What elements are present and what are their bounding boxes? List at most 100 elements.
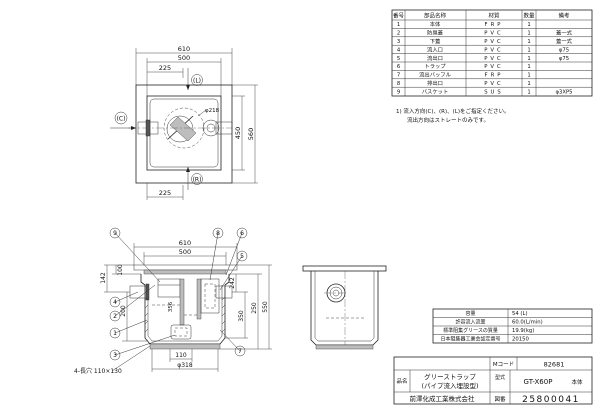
parts-row-1-material: FRP — [485, 22, 504, 28]
parts-row-6-name: トラップ — [424, 63, 446, 70]
plan-dim-560: 560 — [247, 128, 255, 140]
parts-row-9-name: バスケット — [422, 88, 449, 95]
section-dim-500: 500 — [179, 248, 191, 256]
plan-label-L: (L) — [193, 78, 201, 85]
parts-row-5-material: PVC — [484, 56, 504, 62]
parts-row-9-qty: 1 — [527, 89, 530, 95]
section-dim-318: φ318 — [177, 362, 193, 369]
parts-row-5-note: φ75 — [559, 56, 569, 62]
parts-header-qty: 数量 — [523, 12, 535, 20]
parts-row-7-material: FRP — [485, 73, 504, 79]
section-dim-356: 356 — [168, 301, 174, 312]
company-name: 前澤化成工業株式会社 — [410, 394, 476, 403]
section-dim-200: 200 — [120, 305, 127, 317]
section-bolt-note: 4-長穴 110×130 — [74, 367, 122, 375]
callout-1: 1 — [113, 330, 117, 337]
section-dim-250: 250 — [251, 302, 258, 314]
parts-row-3-name: 下蓋 — [430, 37, 441, 45]
callout-2: 2 — [113, 313, 117, 320]
plan-dim-225-top: 225 — [159, 64, 171, 72]
section-dim-242: 242 — [229, 277, 236, 289]
title-block: Mコード 82681 品名 グリーストラップ (パイプ流入埋設型) 型式 GT-… — [393, 356, 593, 405]
parts-row-9-no: 9 — [397, 89, 400, 95]
parts-row-8-material: PVC — [484, 81, 504, 87]
spec-row-label: 日本阻集器工業会認定番号 — [440, 336, 500, 343]
parts-row-3-material: PVC — [484, 39, 504, 45]
callout-5: 5 — [240, 253, 244, 260]
parts-row-7-no: 7 — [397, 73, 400, 79]
parts-row-1-name: 本体 — [430, 20, 441, 28]
plan-dim-225-bottom: 225 — [159, 189, 171, 197]
plan-dim-450: 450 — [234, 127, 242, 139]
callout-bubble — [236, 227, 248, 239]
callout-8: 8 — [216, 230, 220, 237]
parts-row-7-qty: 1 — [527, 73, 530, 79]
product-name-line2: (パイプ流入埋設型) — [421, 381, 478, 390]
parts-row-6-material: PVC — [484, 64, 504, 70]
parts-row-2-no: 2 — [397, 31, 400, 37]
note-inflow-direction: 1) 流入方向(C)、(R)、(L)をご指定ください。 — [396, 107, 510, 115]
parts-row-6-no: 6 — [397, 64, 401, 70]
parts-row-5-qty: 1 — [527, 56, 530, 62]
drawing-number: 25800041 — [522, 395, 580, 405]
section-dim-142: 142 — [100, 272, 107, 284]
plan-dim-610: 610 — [178, 45, 190, 53]
model-value: GT-X60P — [524, 378, 553, 386]
parts-row-5-no: 5 — [397, 56, 400, 62]
plan-label-R: (R) — [193, 177, 202, 184]
section-view: 610 500 — [74, 227, 272, 375]
parts-row-2-name: 防臭蓋 — [427, 29, 444, 37]
parts-row-4-name: 流入口 — [427, 45, 443, 53]
parts-row-6-qty: 1 — [527, 64, 530, 70]
product-name-line1: グリーストラップ — [424, 372, 476, 381]
mcode-value: 82681 — [544, 361, 565, 369]
callout-9: 9 — [113, 230, 117, 237]
parts-row-5-name: 流出口 — [427, 54, 443, 62]
parts-header-name: 部品名称 — [424, 12, 447, 20]
spec-row-label: 標準阻集グリースの質量 — [443, 327, 498, 334]
section-dim-550: 550 — [262, 301, 269, 313]
parts-row-8-name: 排出口 — [427, 79, 443, 87]
callout-bubble — [109, 349, 121, 361]
callout-bubble — [109, 296, 121, 308]
parts-header-no: 番号 — [393, 13, 405, 20]
parts-row-2-note: 蓋一式 — [556, 29, 573, 37]
callout-bubble — [109, 227, 121, 239]
section-dim-100: 100 — [117, 264, 124, 276]
parts-row-9-note: φ3XP5 — [555, 89, 572, 95]
callout-bubble — [109, 310, 121, 322]
section-dim-610: 610 — [179, 239, 191, 247]
spec-row-value: 19.9(kg) — [512, 328, 534, 334]
parts-row-1-qty: 1 — [527, 22, 530, 28]
parts-row-2-material: PVC — [484, 31, 504, 37]
callout-bubble — [234, 345, 246, 357]
plan-dim-500: 500 — [178, 54, 190, 62]
callout-bubble — [212, 227, 224, 239]
plan-view: 610 500 225 (L) φ218 (C) — [110, 45, 258, 200]
parts-row-9-material: SUS — [484, 89, 504, 95]
section-dim-110: 110 — [175, 352, 187, 359]
parts-row-3-no: 3 — [397, 39, 400, 45]
parts-row-3-qty: 1 — [527, 39, 530, 45]
spec-row-label: 容量 — [465, 310, 475, 317]
parts-row-1-no: 1 — [397, 22, 400, 28]
parts-row-3-note: 蓋一式 — [556, 37, 573, 45]
callout-6: 6 — [240, 230, 244, 237]
section-dim-350: 350 — [238, 310, 245, 322]
parts-row-7-name: 流出バッフル — [419, 71, 451, 79]
spec-row-value: 60.0(L/min) — [512, 320, 543, 326]
parts-row-4-qty: 1 — [527, 47, 530, 53]
callout-4: 4 — [113, 299, 117, 306]
spec-row-label: 許容流入流量 — [455, 319, 485, 326]
spec-row-value: 20150 — [512, 337, 529, 343]
parts-row-2-qty: 1 — [527, 31, 530, 37]
plan-label-C: (C) — [117, 116, 126, 123]
plan-dim-218: φ218 — [205, 108, 220, 114]
parts-row-8-no: 8 — [397, 81, 401, 87]
parts-row-8-qty: 1 — [527, 81, 530, 87]
callout-bubble — [236, 250, 248, 262]
parts-header-material: 材質 — [488, 12, 500, 20]
mcode-label: Mコード — [493, 361, 514, 368]
